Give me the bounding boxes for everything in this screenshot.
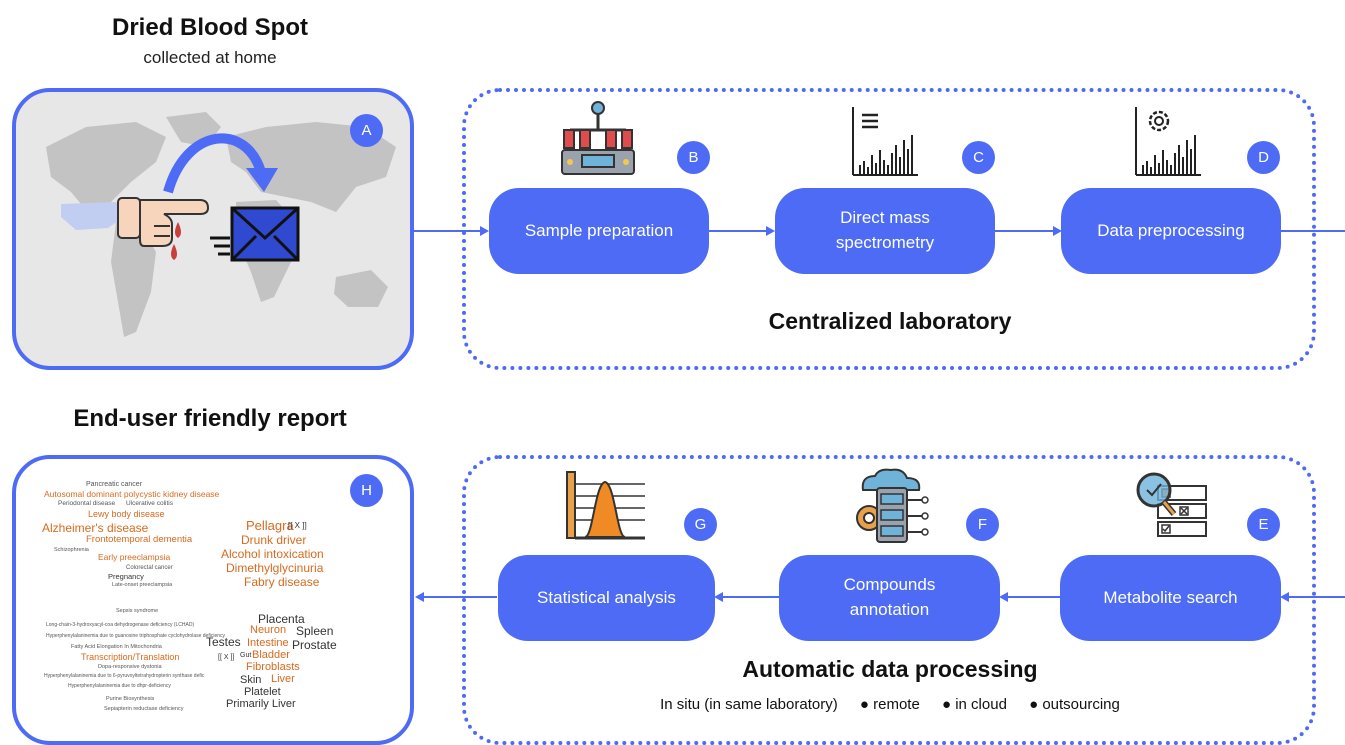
option-remote: remote	[873, 696, 920, 713]
badge-e: E	[1247, 508, 1280, 541]
wc-word: Transcription/Translation	[81, 652, 180, 662]
report-title: End-user friendly report	[73, 405, 347, 432]
wc-word: Skin	[240, 674, 262, 686]
wc-word: Fabry disease	[244, 575, 320, 589]
wc-word: Periodontal disease	[58, 500, 116, 507]
option-outsourcing: outsourcing	[1042, 696, 1120, 713]
wc-word: Fatty Acid Elongation In Mitochondria	[71, 644, 162, 650]
wc-word: Sepiapterin reductase deficiency	[104, 706, 184, 712]
badge-f: F	[966, 508, 999, 541]
badge-b: B	[677, 141, 710, 174]
compounds-annotation-step: Compounds annotation	[779, 555, 1000, 641]
wc-word: Sepsis syndrome	[116, 608, 159, 614]
badge-h: H	[350, 474, 383, 507]
wc-word: Intestine	[247, 637, 289, 649]
badge-g: G	[684, 508, 717, 541]
wc-word: Hyperphenylalaninemia due to guanosine t…	[46, 633, 226, 639]
bullet: ●	[941, 696, 952, 713]
wc-word: Spleen	[296, 624, 334, 638]
direct-ms-label-line2: spectrometry	[835, 233, 935, 252]
search-checklist-icon	[1136, 472, 1207, 537]
centralized-lab-box	[462, 88, 1316, 370]
wc-word: Drunk driver	[241, 533, 307, 547]
distribution-chart-icon	[566, 471, 645, 540]
compounds-annotation-line2: annotation	[849, 600, 930, 619]
wc-word: Pregnancy	[108, 572, 144, 581]
spectrum-gear-icon	[1135, 107, 1201, 176]
badge-a: A	[350, 114, 383, 147]
dbs-title: Dried Blood Spot	[112, 14, 308, 41]
wc-word: Colorectal cancer	[126, 565, 173, 571]
wc-word: Dimethylglycinuria	[226, 561, 324, 575]
wc-word: Lewy body disease	[88, 509, 165, 519]
wc-word: Bladder	[252, 649, 290, 661]
metabolite-search-step: Metabolite search	[1060, 555, 1281, 641]
wc-word: Platelet	[244, 686, 281, 698]
envelope-icon	[210, 206, 300, 262]
wc-word: Frontotemporal dementia	[86, 534, 193, 545]
badge-c: C	[962, 141, 995, 174]
report-box: Pancreatic cancer Autosomal dominant pol…	[12, 455, 414, 745]
wc-word: Hyperphenylalaninemia due to 6-pyruvoylt…	[44, 673, 205, 679]
wc-word: Long-chain-3-hydroxyacyl-coa dehydrogena…	[46, 622, 195, 628]
sample-preparation-step: Sample preparation	[489, 188, 709, 274]
wc-word: [[ X ]]	[218, 654, 235, 661]
wc-word: Alcohol intoxication	[221, 547, 324, 561]
data-preprocessing-label: Data preprocessing	[1097, 220, 1245, 240]
bullet: ●	[859, 696, 869, 713]
wc-word: Ulcerative colitis	[126, 500, 173, 507]
dbs-subtitle: collected at home	[143, 48, 277, 67]
data-preprocessing-step: Data preprocessing	[1061, 188, 1281, 274]
wc-word: Pancreatic cancer	[86, 481, 143, 488]
compounds-annotation-line1: Compounds	[843, 575, 936, 595]
wc-word: [[ X ]]	[288, 521, 307, 530]
wc-word: Fibroblasts	[246, 661, 300, 673]
direct-ms-label-line1: Direct mass	[840, 208, 930, 228]
finger-blood-icon	[117, 197, 210, 260]
lab-equipment-icon	[561, 101, 635, 175]
wc-word: Pellagra	[246, 518, 294, 533]
wc-word: Purine Biosynthesis	[106, 696, 155, 702]
statistical-analysis-step: Statistical analysis	[498, 555, 715, 641]
home-collection-box	[12, 88, 414, 370]
wc-word: Early preeclampsia	[98, 552, 171, 562]
wc-word: Schizophrenia	[54, 547, 89, 553]
wc-word: Liver	[271, 673, 295, 685]
word-cloud: Pancreatic cancer Autosomal dominant pol…	[16, 459, 410, 741]
auto-processing-label: Automatic data processing	[742, 656, 1038, 682]
wc-word: Alzheimer's disease	[42, 521, 149, 535]
option-in-situ: In situ (in same laboratory)	[660, 696, 838, 713]
sample-preparation-label: Sample preparation	[524, 220, 674, 240]
wc-word: Prostate	[292, 638, 337, 652]
wc-word: Placenta	[258, 612, 305, 626]
badge-d: D	[1247, 141, 1280, 174]
wc-word: Late-onset preeclampsia	[112, 582, 173, 588]
processing-options: In situ (in same laboratory) ● remote ● …	[540, 696, 1240, 713]
wc-word: Neuron	[250, 624, 287, 636]
direct-ms-step: Direct mass spectrometry	[775, 188, 995, 274]
spectrum-list-icon	[852, 107, 918, 176]
wc-word: Hyperphenylalaninemia due to dhpr-defici…	[68, 683, 171, 689]
database-cloud-icon	[856, 468, 929, 543]
metabolite-search-label: Metabolite search	[1103, 587, 1238, 607]
statistical-analysis-label: Statistical analysis	[537, 587, 676, 607]
centralized-lab-label: Centralized laboratory	[768, 308, 1012, 334]
wc-word: Dopa-responsive dystonia	[98, 664, 162, 670]
wc-word: Testes	[206, 635, 241, 649]
option-in-cloud: in cloud	[955, 696, 1007, 713]
bullet: ●	[1029, 696, 1039, 713]
wc-word: Primarily Liver	[226, 698, 296, 710]
wc-word: Autosomal dominant polycystic kidney dis…	[44, 489, 220, 499]
curved-arrow-icon	[163, 133, 278, 194]
wc-word: Gut	[240, 652, 252, 659]
